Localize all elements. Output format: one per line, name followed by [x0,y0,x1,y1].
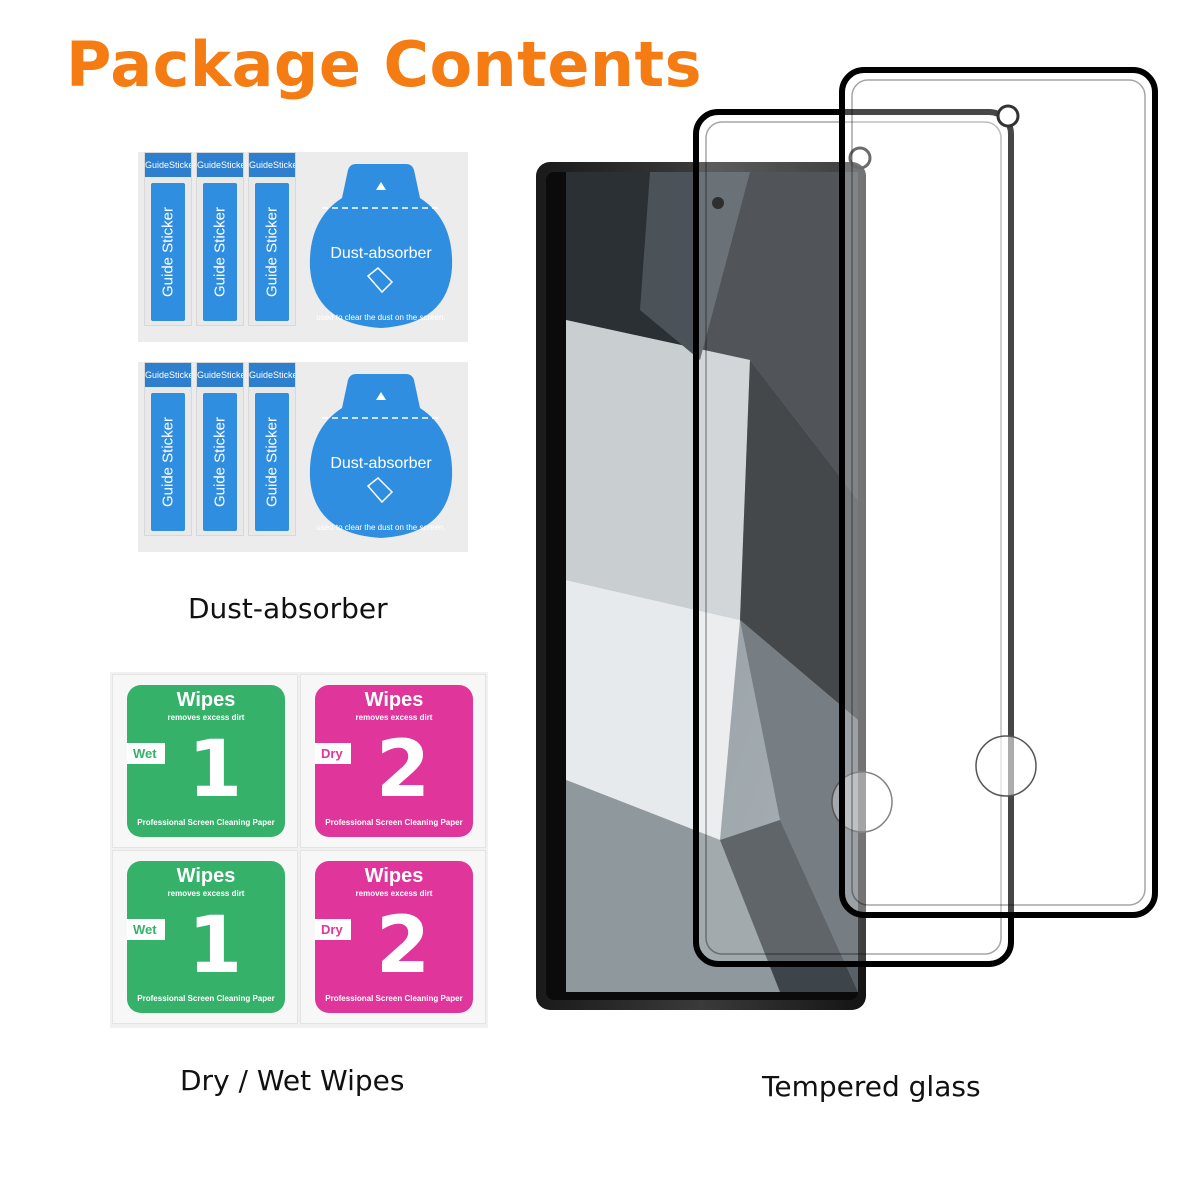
wipe-type-tag: Dry [315,743,351,764]
tempered-glass-sheet-front [693,109,1014,967]
dust-absorber-label: Dust-absorber [330,455,432,472]
dry-wipe-pack: Wipes removes excess dirt Dry 2 Professi… [300,674,486,848]
guide-sticker-label: Guide Sticker [211,206,229,298]
dust-absorber-caption: used to clear the dust on the screen. [316,313,445,322]
wipe-type-tag: Dry [315,919,351,940]
wet-wipe-pack: Wipes removes excess dirt Wet 1 Professi… [112,850,298,1024]
dust-absorber-label: Dust-absorber [330,245,432,262]
guide-sticker-label: Guide Sticker [159,206,177,298]
phone-with-tempered-glass-illustration [520,60,1200,1030]
wipes-caption-label: Dry / Wet Wipes [180,1064,405,1097]
wet-wipe-pack: Wipes removes excess dirt Wet 1 Professi… [112,674,298,848]
wipe-footer: Professional Screen Cleaning Paper [137,994,275,1003]
wipe-subtitle: removes excess dirt [167,713,245,722]
wipe-number: 2 [375,901,431,991]
wipes-grid: Wipes removes excess dirt Wet 1 Professi… [110,672,488,1028]
wipe-subtitle: removes excess dirt [355,889,433,898]
dust-absorber-sticker: Dust-absorber used to clear the dust on … [308,368,454,542]
wipe-subtitle: removes excess dirt [355,713,433,722]
tempered-glass-caption: Tempered glass [762,1070,981,1103]
guide-sticker-label: Guide Sticker [159,416,177,508]
wipe-type-tag: Wet [127,919,165,940]
wipe-number: 2 [375,725,431,815]
dry-wipe-pack: Wipes removes excess dirt Dry 2 Professi… [300,850,486,1024]
wipe-title: Wipes [364,689,424,711]
wipe-subtitle: removes excess dirt [167,889,245,898]
dust-absorber-caption: used to clear the dust on the screen. [316,523,445,532]
page-title: Package Contents [66,28,703,101]
dust-absorber-caption-label: Dust-absorber [188,592,388,625]
wipe-number: 1 [187,725,243,815]
wipe-title: Wipes [176,689,236,711]
wipe-number: 1 [187,901,243,991]
wipe-footer: Professional Screen Cleaning Paper [325,818,463,827]
wipe-title: Wipes [364,865,424,887]
wipe-title: Wipes [176,865,236,887]
wipe-type-tag: Wet [127,743,165,764]
guide-sticker-label: Guide Sticker [263,416,281,508]
guide-sticker-label: Guide Sticker [211,416,229,508]
wipe-footer: Professional Screen Cleaning Paper [325,994,463,1003]
wipe-footer: Professional Screen Cleaning Paper [137,818,275,827]
tempered-glass-sheet-back [839,67,1158,918]
guide-sticker-label: Guide Sticker [263,206,281,298]
phone-screen-wallpaper [566,172,858,992]
dust-absorber-sticker: Dust-absorber used to clear the dust on … [308,158,454,332]
